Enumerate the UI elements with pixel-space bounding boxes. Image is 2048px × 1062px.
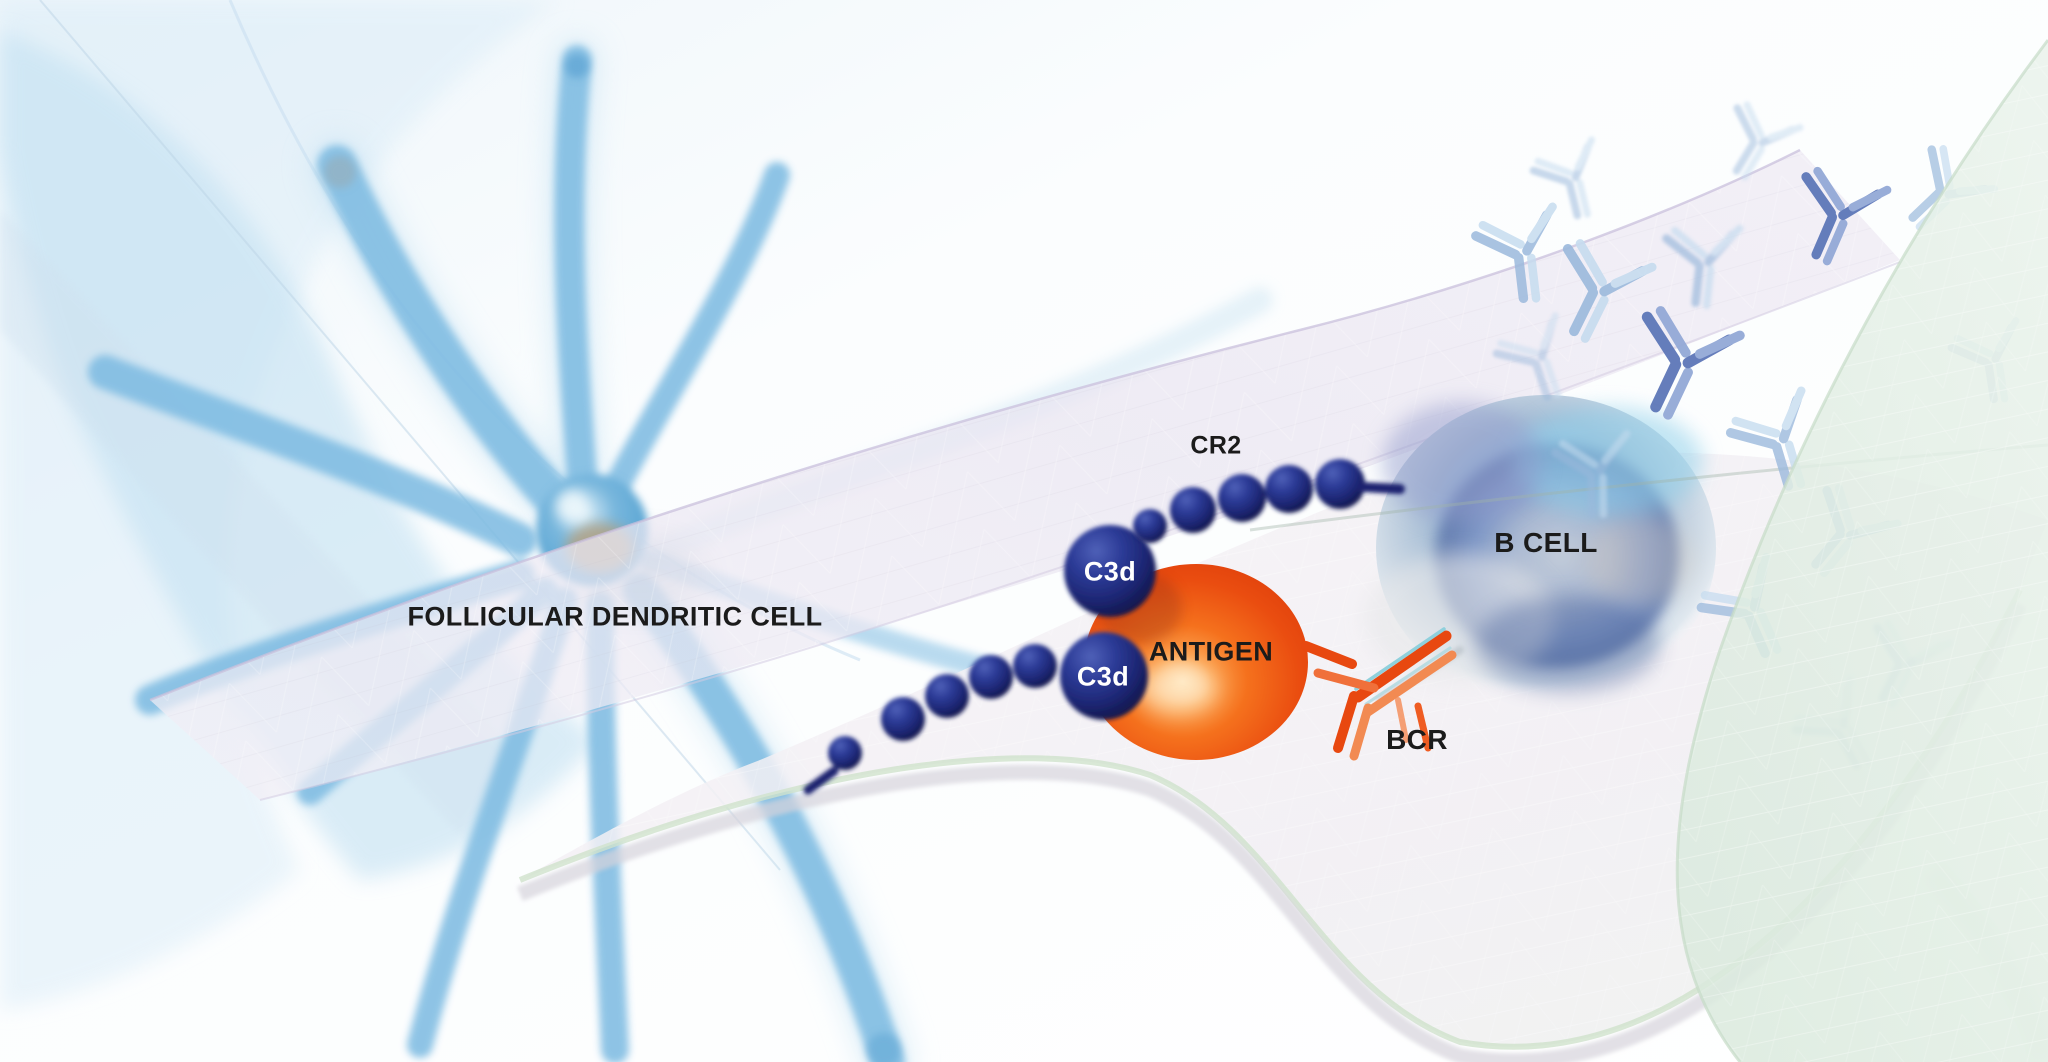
cr2-label: CR2 [1190, 431, 1242, 460]
follicular-dendritic-cell-label: FOLLICULAR DENDRITIC CELL [407, 601, 823, 632]
b-cell-label: B CELL [1494, 527, 1598, 558]
bcr-label: BCR [1386, 724, 1448, 755]
fdc-arm-tips [324, 54, 901, 1062]
c3d-sphere-upper [1064, 525, 1156, 617]
bcr-antibody-icon [1301, 627, 1464, 761]
lavender-sheet [149, 148, 1901, 801]
cr2-bead-chain-upper [1133, 459, 1405, 543]
antigen-label: ANTIGEN [1148, 636, 1274, 667]
b-cell [1365, 395, 1716, 701]
c3d-lower-label: C3d [1076, 661, 1130, 692]
antigen-sphere [1084, 564, 1308, 760]
c3d-sphere-lower [1060, 632, 1148, 720]
green-ribbon [1675, 39, 2048, 1062]
c3d-bead-chain-lower [803, 644, 1057, 795]
c3d-upper-label: C3d [1083, 556, 1137, 587]
